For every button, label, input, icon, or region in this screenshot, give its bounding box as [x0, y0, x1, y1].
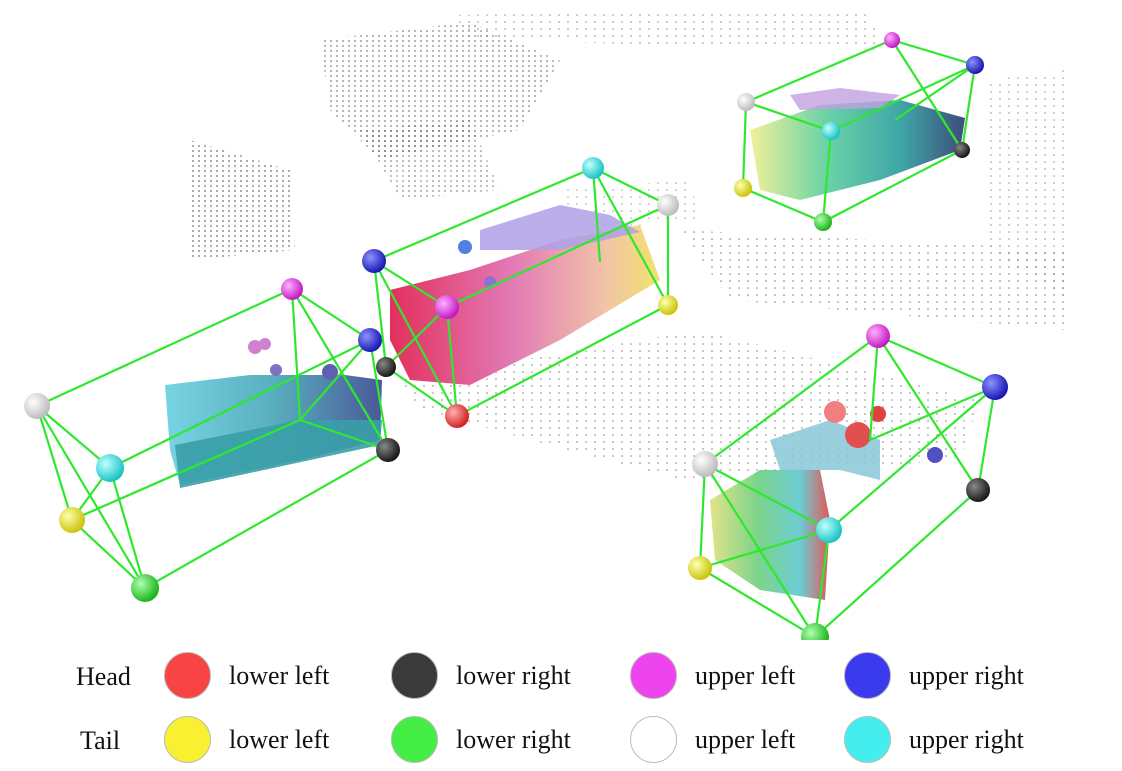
legend-tail-lower-left: lower left: [164, 716, 329, 763]
legend-head-upper-right: upper right: [844, 652, 1024, 699]
legend: Head Tail lower left lower right upper l…: [0, 640, 1122, 771]
car-1: [24, 278, 400, 602]
legend-label: upper left: [695, 724, 796, 754]
legend-row-label-head: Head: [76, 662, 131, 691]
legend-label: lower left: [229, 660, 330, 690]
legend-label: upper right: [909, 724, 1024, 754]
legend-swatch: [164, 716, 211, 763]
legend-label: lower right: [456, 724, 571, 754]
legend-swatch: [164, 652, 211, 699]
car-3: [734, 32, 984, 231]
legend-head-upper-left: upper left: [630, 652, 795, 699]
legend-swatch: [391, 652, 438, 699]
legend-label: lower right: [456, 660, 571, 690]
point-cloud-scene: [24, 10, 1070, 640]
legend-tail-upper-left: upper left: [630, 716, 795, 763]
car-4: [688, 324, 1008, 640]
legend-tail-lower-right: lower right: [391, 716, 571, 763]
legend-swatch: [630, 716, 677, 763]
legend-tail-upper-right: upper right: [844, 716, 1024, 763]
legend-label: upper left: [695, 660, 796, 690]
legend-label: upper right: [909, 660, 1024, 690]
car-2: [362, 157, 679, 428]
legend-swatch: [844, 716, 891, 763]
legend-label: lower left: [229, 724, 330, 754]
legend-swatch: [630, 652, 677, 699]
legend-swatch: [391, 716, 438, 763]
legend-head-lower-left: lower left: [164, 652, 329, 699]
legend-swatch: [844, 652, 891, 699]
legend-head-lower-right: lower right: [391, 652, 571, 699]
legend-row-label-tail: Tail: [80, 726, 121, 755]
